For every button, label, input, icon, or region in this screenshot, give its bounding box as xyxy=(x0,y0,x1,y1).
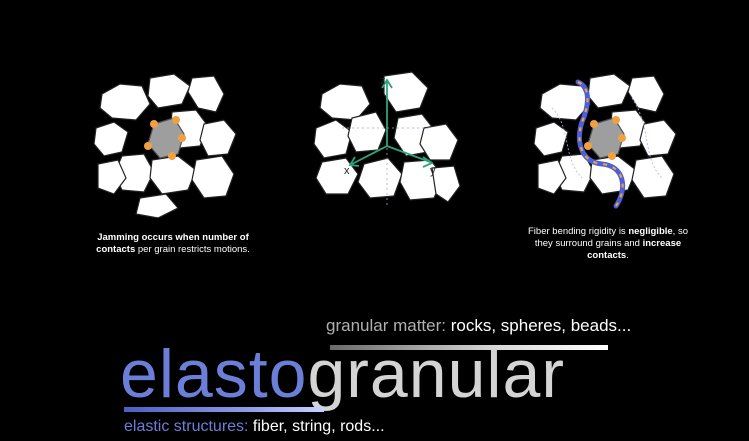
caption-part: Jamming occurs when xyxy=(97,232,203,243)
caption-part: per grain restricts motions. xyxy=(135,244,250,255)
granular-matter-label: granular matter: xyxy=(326,316,446,335)
granular-matter-line: granular matter: rocks, spheres, beads..… xyxy=(326,316,631,336)
contact-point xyxy=(168,152,176,160)
contact-point xyxy=(618,134,626,142)
grain xyxy=(191,155,235,199)
grain xyxy=(357,157,403,199)
caption-part: , so they surround grains and xyxy=(534,226,688,249)
title-word: elastogranular xyxy=(120,334,565,414)
grain xyxy=(97,159,127,195)
grain xyxy=(537,159,567,195)
grain xyxy=(627,75,665,113)
y-axis-label: y xyxy=(430,165,436,177)
grain xyxy=(383,71,429,113)
grain xyxy=(149,155,197,195)
fiber-diagram xyxy=(532,68,682,218)
caption-part: increase contacts xyxy=(587,238,682,261)
title-elasto: elasto xyxy=(120,336,308,412)
grain xyxy=(135,193,179,218)
elastic-structures-label: elastic structures: xyxy=(124,418,249,435)
grain xyxy=(631,155,675,199)
grain xyxy=(315,157,359,195)
contact-point xyxy=(150,120,158,128)
contact-point xyxy=(612,116,620,124)
caption-part: negligible xyxy=(628,226,673,237)
contact-point xyxy=(590,120,598,128)
grain xyxy=(319,83,371,121)
contact-point xyxy=(172,116,180,124)
elastic-structures-text: fiber, string, rods... xyxy=(248,418,385,435)
elasto-underline xyxy=(124,407,324,412)
grain xyxy=(639,119,677,157)
grain xyxy=(199,119,237,157)
contact-point xyxy=(584,142,592,150)
grain xyxy=(147,73,191,109)
jamming-caption: Jamming occurs when number of contacts p… xyxy=(78,232,268,256)
x-axis xyxy=(351,145,388,165)
z-axis-label: z xyxy=(380,75,386,87)
title-granular: granular xyxy=(307,336,565,412)
caption-part: number of contacts xyxy=(96,232,249,255)
grain xyxy=(313,119,353,159)
x-axis-label: x xyxy=(344,165,350,177)
elastic-structures-line: elastic structures: fiber, string, rods.… xyxy=(124,418,385,436)
granular-matter-text: rocks, spheres, beads... xyxy=(446,316,632,335)
grain xyxy=(419,123,459,161)
fiber-caption: Fiber bending rigidity is negligible, so… xyxy=(520,226,696,262)
y-axis xyxy=(386,145,431,163)
contact-point xyxy=(608,152,616,160)
grain xyxy=(187,75,225,113)
axes-diagram: z x y xyxy=(312,68,462,218)
grain xyxy=(99,83,151,121)
caption-part: . xyxy=(626,250,629,261)
jamming-diagram xyxy=(92,68,242,218)
grain xyxy=(431,165,461,203)
caption-part: Fiber bending rigidity is xyxy=(528,226,629,237)
contact-point xyxy=(178,134,186,142)
grain xyxy=(587,73,631,109)
contact-point xyxy=(144,142,152,150)
grain xyxy=(533,121,569,157)
grain xyxy=(347,111,387,153)
granular-underline xyxy=(330,345,608,350)
grain xyxy=(93,121,129,157)
